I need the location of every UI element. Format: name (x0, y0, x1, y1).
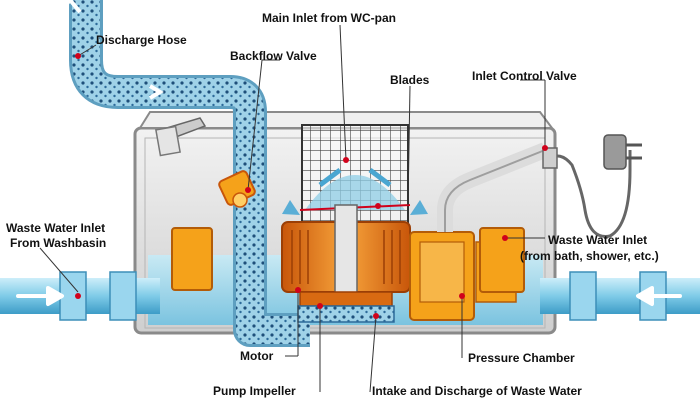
left-inlet-block (171, 227, 213, 291)
float-switch (155, 125, 181, 157)
right-arrow-icon (148, 84, 164, 100)
label-discharge-hose: Discharge Hose (96, 33, 187, 47)
marker-dots (75, 53, 548, 319)
flow-arrow-icon (636, 286, 682, 306)
flow-arrow-icon (16, 286, 64, 306)
up-arrow-icon (58, 0, 82, 14)
label-inlet-control-valve: Inlet Control Valve (472, 69, 577, 83)
label-intake-discharge: Intake and Discharge of Waste Water (372, 384, 582, 398)
label-waste-inlet-washbasin-line1: Waste Water Inlet (6, 221, 105, 235)
label-waste-inlet-washbasin-line2: From Washbasin (10, 236, 106, 250)
pump-impeller (297, 305, 395, 323)
label-blades: Blades (390, 73, 430, 87)
label-pump-impeller: Pump Impeller (213, 384, 296, 398)
label-main-inlet: Main Inlet from WC-pan (262, 11, 396, 25)
label-motor: Motor (240, 349, 274, 363)
left-inlet-pipe (0, 271, 160, 321)
backflow-valve (218, 170, 256, 208)
label-waste-inlet-bath-line2: (from bath, shower, etc.) (520, 249, 659, 263)
discharge-hose (58, 0, 310, 347)
label-waste-inlet-bath-line1: Waste Water Inlet (548, 233, 647, 247)
leader-lines (39, 24, 546, 393)
right-inlet-pipe (540, 271, 700, 321)
right-inlet-block (479, 227, 525, 293)
power-plug-icon (542, 134, 642, 238)
label-pressure-chamber: Pressure Chamber (468, 351, 575, 365)
label-backflow-valve: Backflow Valve (230, 49, 317, 63)
